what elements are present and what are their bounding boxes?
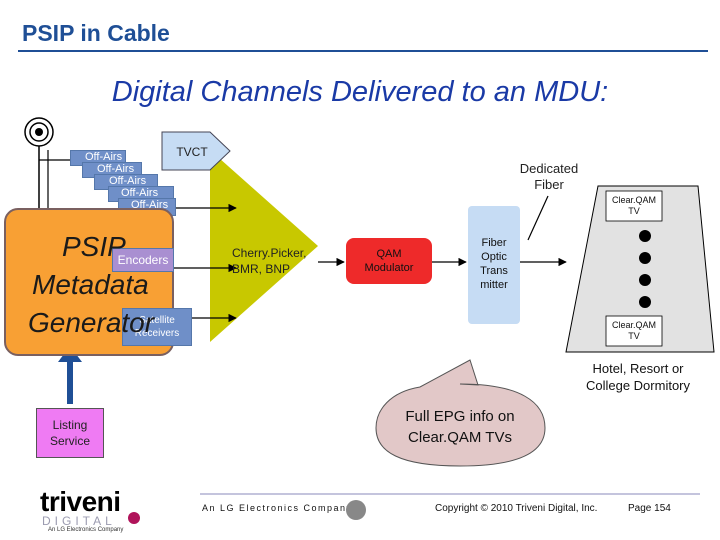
listing-service-box: Listing Service	[36, 408, 104, 458]
clear-qam-tv-bottom: Clear.QAM TV	[606, 320, 662, 342]
fiber-optic-line: Fiber	[481, 237, 507, 249]
tv-screen-bottom	[605, 315, 663, 347]
cherry-picker-line: Cherry.Picker,	[232, 246, 307, 260]
qam-modulator-box: QAM Modulator	[346, 238, 432, 284]
fiber-optic-transmitter-box: Fiber Optic Trans mitter	[468, 206, 520, 324]
tv-dot	[639, 252, 651, 264]
qam-line: Modulator	[364, 262, 414, 274]
dedicated-fiber-line: Dedicated	[519, 161, 579, 176]
cherry-picker-line: BMR, BNP	[232, 262, 291, 276]
listing-line: Service	[49, 434, 90, 448]
logo-brand: triveni	[40, 486, 121, 517]
listing-line: Listing	[52, 418, 88, 432]
page-number: Page 154	[628, 503, 671, 514]
antenna-icon	[24, 117, 54, 210]
psip-line: Metadata	[32, 269, 149, 300]
dedicated-fiber-line: Fiber	[534, 177, 564, 192]
dedicated-fiber-label: Dedicated Fiber	[504, 161, 594, 193]
qam-line: QAM	[376, 248, 402, 260]
tv-line: Clear.QAM	[611, 195, 656, 205]
tv-line: TV	[628, 206, 640, 216]
off-air-label: Off-Airs	[85, 151, 123, 163]
epg-line: Clear.QAM TVs	[408, 429, 512, 446]
tv-line: TV	[628, 331, 640, 341]
off-air-label: Off-Airs	[97, 163, 135, 175]
hotel-label: Hotel, Resort or College Dormitory	[558, 360, 718, 394]
satellite-label: Satellite Receivers	[134, 315, 180, 339]
tv-dot	[639, 296, 651, 308]
satellite-box: Satellite Receivers	[122, 308, 192, 346]
triveni-logo-tag: An LG Electronics Company	[48, 527, 124, 533]
header-title: PSIP in Cable	[22, 20, 170, 46]
copyright-text: Copyright © 2010 Triveni Digital, Inc.	[435, 503, 598, 514]
psip-line: Generator	[28, 307, 155, 338]
off-air-label: Off-Airs	[109, 175, 147, 187]
epg-line: Full EPG info on	[405, 408, 515, 425]
fiber-optic-line: Optic	[481, 251, 507, 263]
clear-qam-tv-top: Clear.QAM TV	[606, 195, 662, 217]
off-air-label: Off-Airs	[121, 187, 159, 199]
tv-line: Clear.QAM	[611, 320, 656, 330]
dedicated-fiber-pointer	[527, 195, 549, 241]
epg-callout	[375, 359, 546, 467]
lg-logo-icon	[128, 512, 140, 524]
triveni-logo: triveni	[40, 486, 121, 518]
slide-title: Digital Channels Delivered to an MDU:	[111, 76, 609, 108]
tv-dot	[639, 230, 651, 242]
mux-funnel	[210, 150, 318, 342]
fiber-optic-line: mitter	[480, 279, 508, 291]
fiber-optic-line: Trans	[480, 265, 508, 277]
triveni-logo-sub: DIGITAL	[42, 514, 116, 528]
cherry-picker-label: Cherry.Picker, BMR, BNP	[232, 245, 322, 277]
epg-callout-text: Full EPG info on Clear.QAM TVs	[392, 406, 528, 448]
mdu-building	[565, 185, 715, 353]
tvct-arrow	[161, 131, 231, 171]
tv-screen-top	[605, 190, 663, 222]
tvct-label: TVCT	[176, 145, 208, 159]
lg-logo-icon	[346, 500, 366, 520]
psip-label: PSIP Metadata Generator	[28, 228, 170, 342]
hotel-line: Hotel, Resort or	[592, 361, 684, 376]
lg-tagline: An LG Electronics Company	[202, 503, 353, 513]
encoder-box: Encoders	[112, 248, 174, 272]
tv-dot	[639, 274, 651, 286]
psip-line: PSIP	[62, 231, 126, 262]
header-underline	[18, 50, 708, 52]
hotel-line: College Dormitory	[585, 378, 691, 393]
encoders-label: Encoders	[117, 253, 169, 267]
